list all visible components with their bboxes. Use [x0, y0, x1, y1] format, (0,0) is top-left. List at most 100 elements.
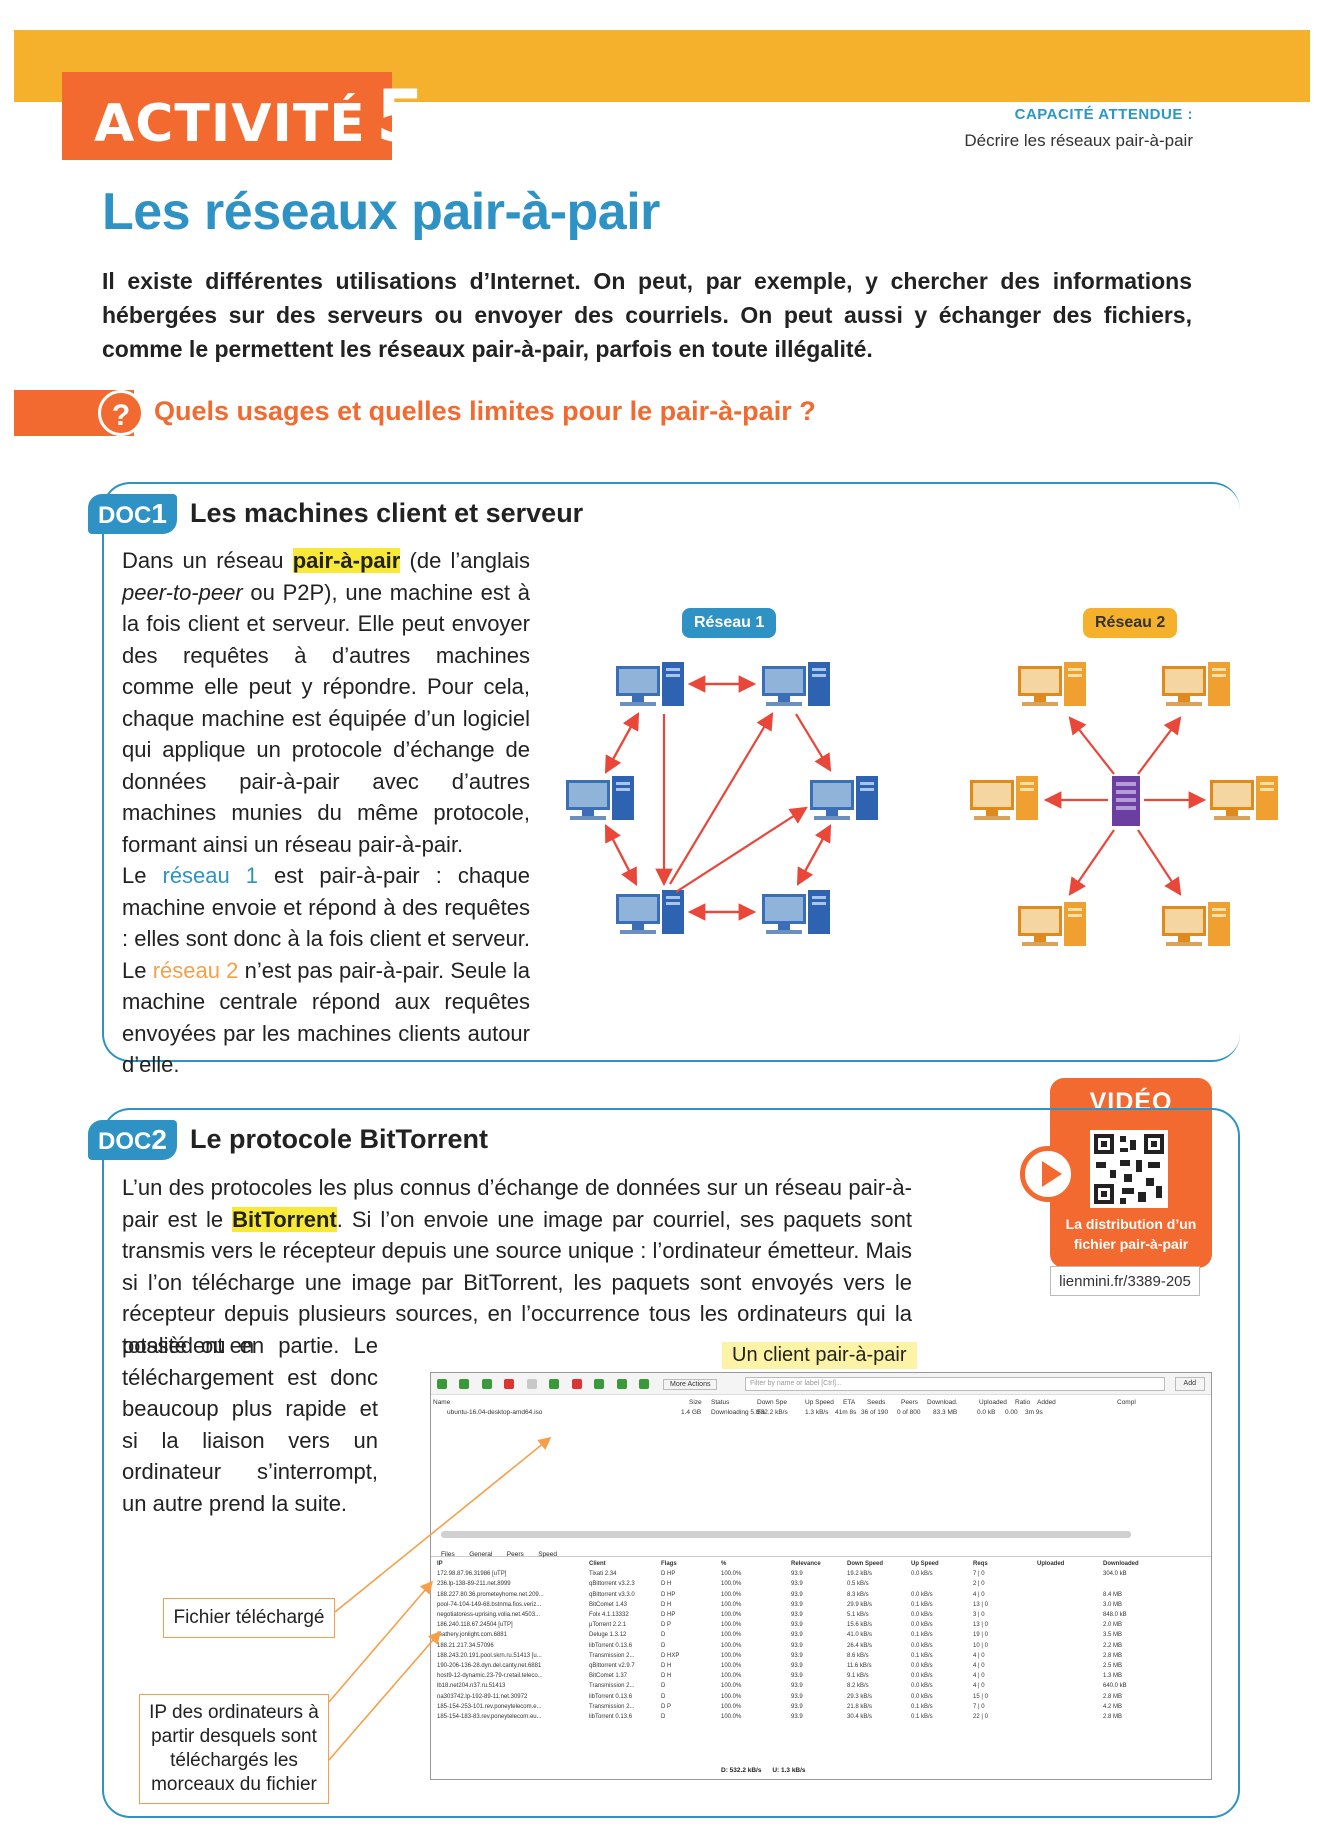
peer-relevance: 93.9: [791, 1652, 803, 1659]
settings-icon[interactable]: [639, 1379, 650, 1389]
horizontal-scrollbar[interactable]: [441, 1531, 1131, 1538]
peer-client: Transmission 2...: [589, 1683, 635, 1690]
col-up-speed[interactable]: Up Speed: [805, 1399, 834, 1406]
torrent-eta: 41m 8s: [835, 1409, 857, 1416]
peer-down-speed: 26.4 kB/s: [847, 1642, 873, 1649]
col-size[interactable]: Size: [689, 1399, 702, 1406]
peer-row[interactable]: 185-154-253-101.rev.poneytelecom.e...Tra…: [437, 1702, 1197, 1712]
col-completed[interactable]: Compl: [1117, 1399, 1136, 1406]
col-down-speed[interactable]: Down Spe: [757, 1399, 787, 1406]
peer-downloaded: 2.8 MB: [1103, 1714, 1123, 1721]
peer-client: qBittorrent v2.9.7: [589, 1663, 635, 1670]
pause-icon[interactable]: [549, 1379, 560, 1389]
intro-paragraph: Il existe différentes utilisations d’Int…: [102, 268, 1192, 362]
doc1-frame-corner: [1228, 482, 1236, 582]
peer-client: libTorrent 0.13.6: [589, 1714, 633, 1721]
play-icon[interactable]: [1020, 1146, 1076, 1202]
peer-client: µTorrent 2.2.1: [589, 1622, 627, 1629]
peer-uploaded: [1037, 1620, 1103, 1630]
remove-icon[interactable]: [504, 1379, 515, 1389]
col-uploaded[interactable]: Uploaded: [979, 1399, 1007, 1406]
connection-arrows: [1043, 716, 1207, 896]
peer-client: Deluge 1.3.12: [589, 1632, 627, 1639]
peer-uploaded: [1037, 1651, 1103, 1661]
peer-row[interactable]: host9-12-dynamic.23-79-r.retail.teleco..…: [437, 1671, 1197, 1681]
peer-flags: D: [661, 1693, 666, 1700]
network-diagram: [566, 662, 1278, 946]
col-added[interactable]: Added: [1037, 1399, 1056, 1406]
doc2-tag-label: DOC: [98, 1128, 152, 1155]
doc2-body-continued: totalité ou en partie. Le téléchargement…: [122, 1333, 378, 1516]
peer-downloaded: 2.2 MB: [1103, 1642, 1123, 1649]
col-name[interactable]: Name: [433, 1399, 451, 1406]
peer-reqs: 4 | 0: [973, 1652, 985, 1659]
col-downloaded[interactable]: Downloaded: [1103, 1561, 1139, 1567]
computer-icon: [762, 890, 830, 934]
col-percent[interactable]: %: [721, 1561, 727, 1567]
col-eta[interactable]: ETA: [843, 1399, 856, 1406]
col-uploaded[interactable]: Uploaded: [1037, 1561, 1065, 1567]
peer-client: qBittorrent v3.3.0: [589, 1591, 635, 1598]
col-peers[interactable]: Peers: [901, 1399, 918, 1406]
peer-row[interactable]: 186.240.118.67.24504 [uTP]µTorrent 2.2.1…: [437, 1620, 1197, 1630]
col-ratio[interactable]: Ratio: [1015, 1399, 1031, 1406]
peer-flags: D P: [661, 1622, 672, 1629]
peer-row[interactable]: 185-154-183-83.rev.poneytelecom.eu...lib…: [437, 1712, 1197, 1722]
doc2-tag-number: 2: [151, 1124, 167, 1155]
qr-code-icon[interactable]: [1090, 1130, 1168, 1208]
peer-relevance: 93.9: [791, 1683, 803, 1690]
peer-up-speed: 0.1 kB/s: [911, 1714, 933, 1721]
col-status[interactable]: Status: [711, 1399, 730, 1406]
peer-downloaded: 8.4 MB: [1103, 1591, 1123, 1598]
stop-icon[interactable]: [571, 1379, 582, 1389]
computer-icon: [762, 662, 830, 706]
add-button[interactable]: Add: [1174, 1377, 1205, 1391]
more-actions-button[interactable]: More Actions: [663, 1379, 718, 1390]
add-link-icon[interactable]: [459, 1379, 470, 1389]
col-flags[interactable]: Flags: [661, 1561, 677, 1567]
filter-input[interactable]: Filter by name or label [Ctrl]...: [745, 1377, 1165, 1391]
peer-percent: 100.0%: [721, 1622, 742, 1629]
peer-relevance: 93.9: [791, 1612, 803, 1619]
col-ip[interactable]: IP: [437, 1561, 443, 1567]
peer-row[interactable]: 188.243.20.191.pool.skrn.ru.51413 [u...T…: [437, 1651, 1197, 1661]
move-up-icon[interactable]: [594, 1379, 605, 1389]
peer-percent: 100.0%: [721, 1693, 742, 1700]
server-icon: [1112, 776, 1140, 826]
peer-reqs: 10 | 0: [973, 1642, 988, 1649]
col-downloaded[interactable]: Download.: [927, 1399, 958, 1406]
peer-flags: D H: [661, 1663, 672, 1670]
peer-row[interactable]: 188.227.80.36.prometeyhome.net.209...qBi…: [437, 1590, 1197, 1600]
col-down-speed[interactable]: Down Speed: [847, 1561, 884, 1567]
col-up-speed[interactable]: Up Speed: [911, 1561, 939, 1567]
video-link[interactable]: lienmini.fr/3389-205: [1050, 1266, 1200, 1296]
doc2-body: L’un des protocoles les plus connus d’éc…: [122, 1172, 912, 1361]
peer-uploaded: [1037, 1579, 1103, 1589]
peer-row[interactable]: pool-74-104-149-68.bstnma.fios.veriz...B…: [437, 1600, 1197, 1610]
peer-percent: 100.0%: [721, 1652, 742, 1659]
col-client[interactable]: Client: [589, 1561, 606, 1567]
add-torrent-icon[interactable]: [437, 1379, 447, 1389]
annotation-downloaded-file: Fichier téléchargé: [163, 1598, 335, 1638]
peer-up-speed: 0.0 kB/s: [911, 1622, 933, 1629]
peer-row[interactable]: negotiatoress-uprising.volia.net.4503...…: [437, 1610, 1197, 1620]
peer-relevance: 93.9: [791, 1591, 803, 1598]
torrent-peers: 0 of 800: [897, 1409, 921, 1416]
start-icon[interactable]: [526, 1379, 537, 1389]
create-torrent-icon[interactable]: [481, 1379, 492, 1389]
move-down-icon[interactable]: [616, 1379, 627, 1389]
doc1-text: ou P2P), une machine est à la fois clien…: [122, 579, 530, 857]
peer-down-speed: 19.2 kB/s: [847, 1571, 873, 1578]
col-relevance[interactable]: Relevance: [791, 1561, 821, 1567]
col-seeds[interactable]: Seeds: [867, 1399, 886, 1406]
col-reqs[interactable]: Reqs: [973, 1561, 988, 1567]
